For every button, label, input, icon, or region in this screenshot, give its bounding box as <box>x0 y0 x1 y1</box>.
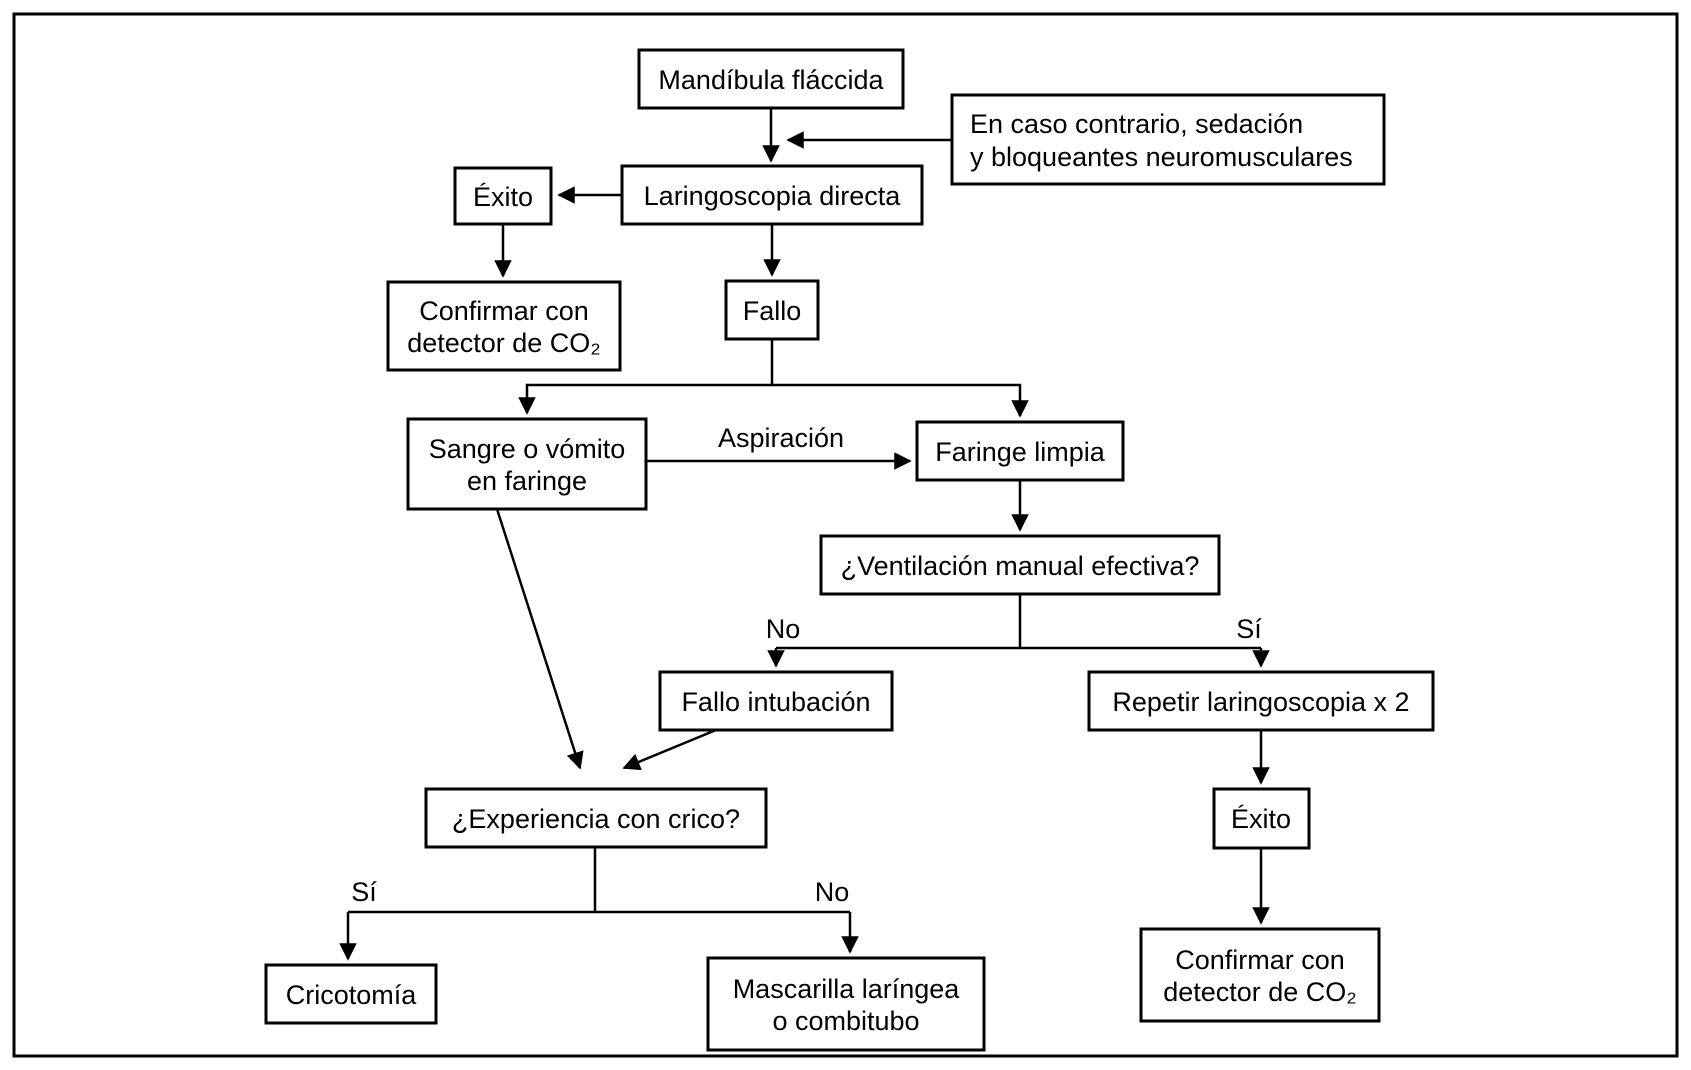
node-laringoscopia-box <box>620 164 924 226</box>
node-experiencia-box <box>424 787 768 849</box>
node-confirmar-1-label-line2: detector de CO₂ <box>407 328 601 358</box>
node-exito-1-label: Éxito <box>473 182 533 212</box>
node-confirmar-1-label-line1: Confirmar con <box>419 296 589 326</box>
node-fallo-box <box>724 279 820 341</box>
edge-label-ventilacion-no: No <box>766 614 801 644</box>
edge-label-experiencia-si: Sí <box>351 877 377 907</box>
node-mandibula-label: Mandíbula fláccida <box>658 65 884 95</box>
node-cricotomia-label: Cricotomía <box>286 980 418 1010</box>
node-sangre-label-line1: Sangre o vómito <box>429 434 626 464</box>
node-confirmar-2-box <box>1139 927 1381 1023</box>
node-exito-1-box <box>453 166 553 226</box>
node-sangre-label-line2: en faringe <box>467 466 587 496</box>
node-confirmar-2-label-line2: detector de CO₂ <box>1163 977 1357 1007</box>
node-fallo-label: Fallo <box>743 296 802 326</box>
node-faringe-label: Faringe limpia <box>935 437 1106 467</box>
node-ventilacion-box <box>819 534 1221 596</box>
node-confirmar-1: Confirmar con detector de CO₂ <box>386 280 622 372</box>
node-repetir-label: Repetir laringoscopia x 2 <box>1112 687 1409 717</box>
node-mascarilla-label-line2: o combitubo <box>772 1006 919 1036</box>
arrow-fallo-to-faringe <box>772 383 1029 418</box>
node-experiencia: ¿Experiencia con crico? <box>424 787 768 849</box>
node-mascarilla: Mascarilla laríngea o combitubo <box>706 956 986 1052</box>
node-repetir-box <box>1087 670 1435 732</box>
node-exito-2-label: Éxito <box>1231 804 1291 834</box>
node-confirmar-1-box <box>386 280 622 372</box>
edge-label-ventilacion-si: Sí <box>1236 614 1262 644</box>
arrow-sangre-to-experiencia <box>495 508 584 770</box>
node-faringe: Faringe limpia <box>915 420 1125 482</box>
node-exito-2: Éxito <box>1212 787 1311 850</box>
node-mandibula-box <box>637 48 905 110</box>
node-repetir: Repetir laringoscopia x 2 <box>1087 670 1435 732</box>
node-contrario-label-line2: y bloqueantes neuromusculares <box>970 142 1353 172</box>
node-fallo-intubacion-box <box>658 670 894 732</box>
node-cricotomia: Cricotomía <box>264 963 438 1025</box>
node-mandibula: Mandíbula fláccida <box>637 48 905 110</box>
node-contrario-label-line1: En caso contrario, sedación <box>970 109 1303 139</box>
node-ventilacion: ¿Ventilación manual efectiva? <box>819 534 1221 596</box>
edge-label-experiencia-no: No <box>815 877 850 907</box>
arrow-fallo-intubacion-to-experiencia <box>622 728 717 771</box>
node-fallo: Fallo <box>724 279 820 341</box>
node-mascarilla-label-line1: Mascarilla laríngea <box>733 974 961 1004</box>
edge-label-aspiracion: Aspiración <box>718 423 844 453</box>
node-faringe-box <box>915 420 1125 482</box>
node-fallo-intubacion-label: Fallo intubación <box>681 687 870 717</box>
node-exito-2-box <box>1212 787 1311 850</box>
node-mascarilla-box <box>706 956 986 1052</box>
arrow-fallo-to-sangre <box>518 339 774 415</box>
node-exito-1: Éxito <box>453 166 553 226</box>
node-contrario-box <box>950 93 1386 186</box>
node-cricotomia-box <box>264 963 438 1025</box>
node-confirmar-2-label-line1: Confirmar con <box>1175 945 1345 975</box>
node-ventilacion-label: ¿Ventilación manual efectiva? <box>841 551 1200 581</box>
node-fallo-intubacion: Fallo intubación <box>658 670 894 732</box>
node-sangre: Sangre o vómito en faringe <box>406 417 648 511</box>
node-confirmar-2: Confirmar con detector de CO₂ <box>1139 927 1381 1023</box>
node-laringoscopia: Laringoscopia directa <box>620 164 924 226</box>
node-experiencia-label: ¿Experiencia con crico? <box>452 804 740 834</box>
node-contrario: En caso contrario, sedación y bloqueante… <box>950 93 1386 186</box>
node-laringoscopia-label: Laringoscopia directa <box>644 181 902 211</box>
node-sangre-box <box>406 417 648 511</box>
